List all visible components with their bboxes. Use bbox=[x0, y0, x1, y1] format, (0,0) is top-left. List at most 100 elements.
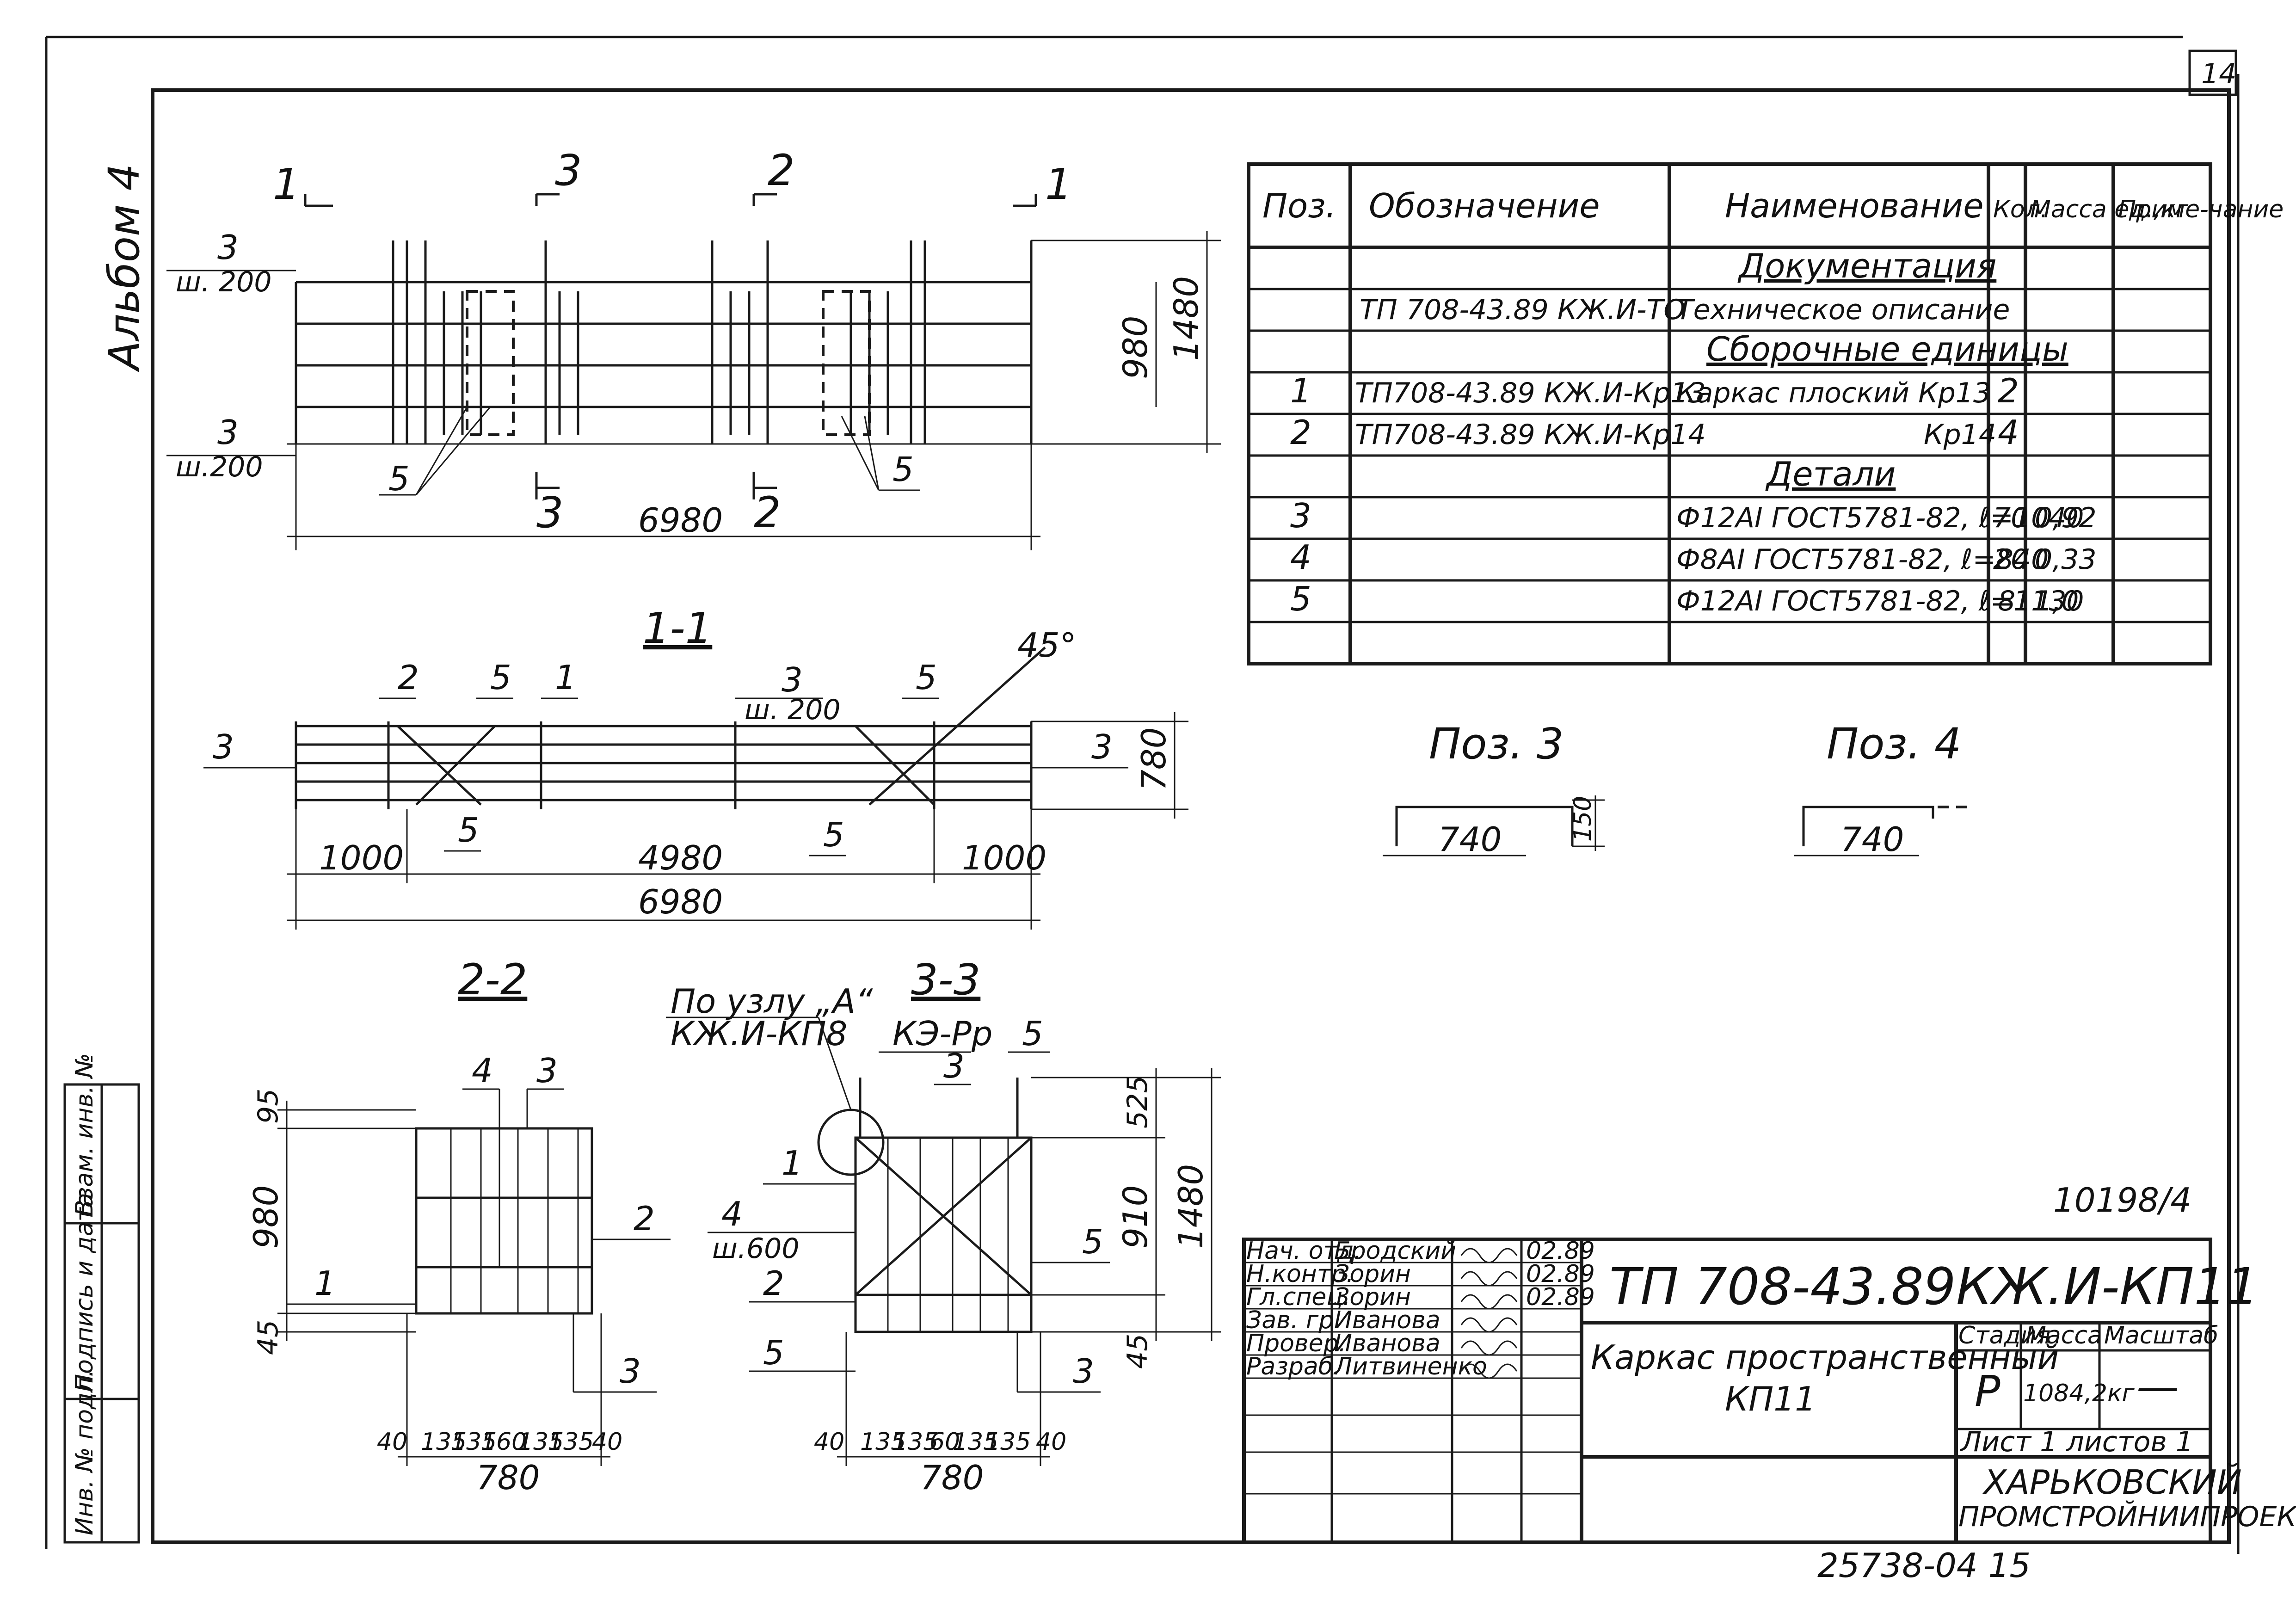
spec-row-qty: 8 bbox=[1998, 585, 2015, 617]
section-1-1-title: 1-1 bbox=[643, 604, 712, 653]
svg-text:3: 3 bbox=[536, 488, 564, 537]
spec-row-name: Ф12АI ГОСТ5781-82, ℓ=1130 bbox=[1676, 585, 2084, 617]
svg-text:5: 5 bbox=[458, 811, 479, 850]
svg-text:2: 2 bbox=[763, 1264, 784, 1303]
svg-text:По узлу „А“: По узлу „А“ bbox=[671, 982, 873, 1021]
spec-row-name: Каркас плоский Кр13 bbox=[1676, 377, 1991, 409]
svg-text:780: 780 bbox=[920, 1458, 984, 1497]
svg-text:4980: 4980 bbox=[638, 838, 723, 877]
svg-text:3: 3 bbox=[217, 413, 239, 452]
svg-text:40: 40 bbox=[1036, 1428, 1066, 1456]
svg-text:780: 780 bbox=[476, 1458, 540, 1497]
signature bbox=[1460, 1248, 1518, 1263]
svg-text:160: 160 bbox=[481, 1428, 527, 1456]
svg-text:95: 95 bbox=[252, 1089, 284, 1124]
svg-text:3: 3 bbox=[620, 1352, 641, 1391]
svg-text:135: 135 bbox=[451, 1428, 497, 1456]
svg-text:ПРОМСТРОЙНИИПРОЕКТ: ПРОМСТРОЙНИИПРОЕКТ bbox=[1958, 1500, 2296, 1533]
svg-text:ш. 200: ш. 200 bbox=[745, 694, 841, 726]
svg-text:45: 45 bbox=[252, 1320, 284, 1355]
svg-text:1000: 1000 bbox=[962, 838, 1046, 877]
svg-text:Нач. отд.: Нач. отд. bbox=[1246, 1237, 1361, 1265]
svg-text:135: 135 bbox=[985, 1428, 1031, 1456]
svg-text:Провер.: Провер. bbox=[1246, 1330, 1346, 1357]
spec-row-name: Ф8АI ГОСТ5781-82, ℓ=840 bbox=[1676, 543, 2049, 576]
spec-row-pos: 3 bbox=[1290, 496, 1311, 535]
spec-row-qty: 4 bbox=[1998, 413, 2019, 452]
svg-text:—: — bbox=[2136, 1362, 2179, 1411]
svg-text:1000: 1000 bbox=[319, 838, 404, 877]
svg-text:1: 1 bbox=[1045, 160, 1072, 209]
svg-text:45: 45 bbox=[1121, 1334, 1154, 1369]
spec-row-name: Ф12АI ГОСТ5781-82, ℓ=1040 bbox=[1676, 502, 2084, 534]
archive-code: 25738-04 15 bbox=[1817, 1546, 2031, 1585]
note-number: 10198/4 bbox=[2053, 1181, 2191, 1220]
svg-text:3: 3 bbox=[217, 228, 239, 267]
svg-text:980: 980 bbox=[246, 1185, 285, 1249]
svg-text:Стадия: Стадия bbox=[1958, 1322, 2051, 1349]
svg-text:ш.600: ш.600 bbox=[712, 1232, 800, 1265]
svg-text:Н.контр.: Н.контр. bbox=[1246, 1260, 1354, 1288]
pos3-title: Поз. 3 bbox=[1429, 719, 1563, 769]
svg-text:3: 3 bbox=[782, 660, 803, 699]
svg-text:1480: 1480 bbox=[1171, 1164, 1210, 1249]
svg-text:1: 1 bbox=[273, 160, 300, 209]
side-stamp: Инв. № подл. Подпись и дата Взам. инв. № bbox=[63, 1053, 140, 1544]
pos3-detail: Поз. 3 740 150 bbox=[1383, 719, 1605, 859]
section-2-2-title: 2-2 bbox=[458, 955, 527, 1004]
spec-row-name: Кр14 bbox=[1924, 419, 1996, 451]
spec-row-qty: 70 bbox=[1993, 502, 2028, 534]
svg-text:Литвиненко: Литвиненко bbox=[1333, 1353, 1487, 1380]
spec-row-pos: 5 bbox=[1290, 579, 1311, 618]
svg-text:135: 135 bbox=[860, 1428, 906, 1456]
spec-row-pos: 4 bbox=[1290, 538, 1311, 577]
svg-text:6980: 6980 bbox=[638, 882, 723, 921]
svg-text:Зорин: Зорин bbox=[1334, 1283, 1411, 1311]
svg-text:4: 4 bbox=[472, 1051, 493, 1090]
svg-text:5: 5 bbox=[490, 658, 511, 697]
doc-mark: КЖ.И-КП11 bbox=[1956, 1257, 2259, 1316]
svg-text:135: 135 bbox=[953, 1428, 998, 1456]
spec-header-designation: Обозначение bbox=[1369, 186, 1600, 225]
svg-text:3: 3 bbox=[943, 1047, 965, 1085]
spec-row-mass: 1,0 bbox=[2035, 585, 2079, 617]
spec-row-pos: 2 bbox=[1290, 413, 1311, 452]
spec-row-mass: 0,33 bbox=[2035, 543, 2097, 576]
spec-header-qty: Кол. bbox=[1993, 196, 2048, 223]
svg-text:02.89: 02.89 bbox=[1526, 1237, 1595, 1265]
signature bbox=[1460, 1294, 1518, 1310]
svg-text:5: 5 bbox=[893, 450, 914, 489]
svg-text:5: 5 bbox=[916, 658, 937, 697]
svg-text:780: 780 bbox=[1134, 727, 1173, 791]
spec-row-designation: ТП708-43.89 КЖ.И-Кр14 bbox=[1355, 419, 1706, 451]
svg-text:135: 135 bbox=[518, 1428, 564, 1456]
spec-header-name: Наименование bbox=[1725, 186, 1984, 225]
spec-row-pos: 1 bbox=[1290, 371, 1311, 410]
svg-text:КЖ.И-КП8: КЖ.И-КП8 bbox=[671, 1014, 847, 1053]
svg-text:1: 1 bbox=[555, 658, 576, 697]
svg-text:45°: 45° bbox=[1017, 626, 1077, 665]
svg-text:40: 40 bbox=[592, 1428, 622, 1456]
svg-text:3: 3 bbox=[536, 1051, 558, 1090]
signature bbox=[1460, 1363, 1518, 1379]
doc-code: ТП 708-43.89 bbox=[1609, 1257, 1956, 1316]
svg-text:Зав. гр.: Зав. гр. bbox=[1246, 1306, 1342, 1334]
section-3-3: 3-3 По узлу „А“ КЖ.И-КП8 КЭ-Рр 3 5 1 4 ш… bbox=[666, 955, 1221, 1497]
svg-text:ш. 200: ш. 200 bbox=[176, 266, 272, 298]
svg-text:2: 2 bbox=[768, 146, 795, 195]
svg-text:2: 2 bbox=[398, 658, 419, 697]
svg-text:60: 60 bbox=[929, 1428, 960, 1456]
spec-row-name: Документация bbox=[1737, 246, 1996, 285]
svg-text:ХАРЬКОВСКИЙ: ХАРЬКОВСКИЙ bbox=[1982, 1463, 2242, 1502]
title-block: Нач. отд. Бродский 02.89 Н.контр. Зорин … bbox=[1242, 1237, 2296, 1544]
svg-text:150: 150 bbox=[1569, 796, 1597, 842]
svg-text:40: 40 bbox=[377, 1428, 407, 1456]
svg-text:1084,2кг: 1084,2кг bbox=[2023, 1380, 2135, 1407]
svg-text:КЭ-Рр: КЭ-Рр bbox=[893, 1014, 993, 1053]
svg-text:Инв. № подл.: Инв. № подл. bbox=[71, 1369, 98, 1535]
doc-name-1: Каркас пространственный bbox=[1591, 1338, 2059, 1377]
section-3-3-title: 3-3 bbox=[911, 955, 980, 1004]
svg-text:980: 980 bbox=[1116, 316, 1155, 379]
spec-row-designation: ТП708-43.89 КЖ.И-Кр13 bbox=[1355, 377, 1706, 409]
